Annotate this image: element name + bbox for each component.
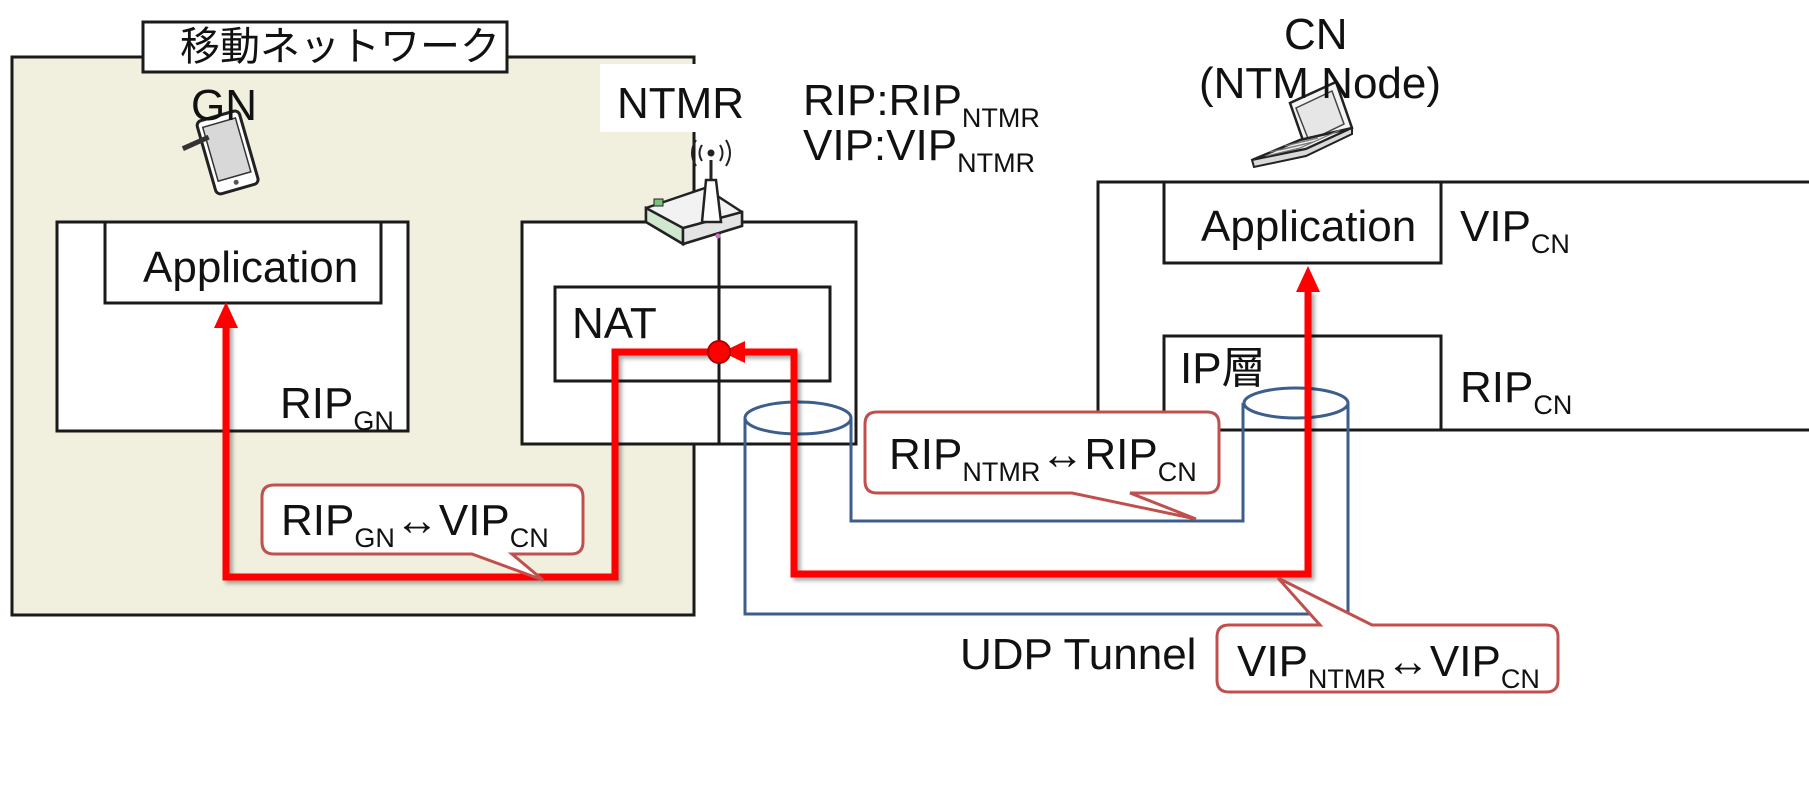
nat-label: NAT <box>572 299 657 348</box>
tablet-icon <box>181 109 260 196</box>
gn-address-label: RIPGN <box>280 379 394 436</box>
mobile-network-title-box <box>141 20 509 74</box>
laptop-icon <box>1250 80 1354 169</box>
cn-rip-address: RIPCN <box>1460 363 1573 420</box>
callout-gn-map-shape <box>260 483 585 582</box>
ntmr-vip-address: VIP:VIPNTMR <box>803 121 1036 178</box>
ntmr-label-bg <box>600 64 747 132</box>
ntmr-rip-address: RIP:RIPNTMR <box>803 76 1040 133</box>
cn-label-line1: CN <box>1284 10 1348 59</box>
udp-tunnel <box>743 386 1350 616</box>
gn-application-box <box>103 220 383 305</box>
nat-box <box>553 285 832 383</box>
callout-ntmr-vip-map-shape <box>1215 576 1560 694</box>
callout-ntmr-rip-map: RIPNTMR↔RIPCN <box>889 430 1197 487</box>
gn-label: GN <box>191 81 257 130</box>
cn-application-box <box>1162 180 1443 265</box>
cn-label-line2: (NTM Node) <box>1199 59 1442 108</box>
arrowhead-gn <box>214 302 238 328</box>
gn-application-label: Application <box>143 243 359 292</box>
callout-gn-map: RIPGN↔VIPCN <box>281 496 549 553</box>
udp-tunnel-label: UDP Tunnel <box>960 630 1197 679</box>
ntmr-label: NTMR <box>617 79 745 128</box>
wireless-router-icon <box>644 139 744 247</box>
callout-ntmr-rip-map-shape <box>863 410 1221 521</box>
cn-ip-layer-label: IP層 <box>1180 344 1266 393</box>
callout-ntmr-vip-map: VIPNTMR↔VIPCN <box>1237 637 1540 694</box>
packet-path <box>222 290 1312 581</box>
arrowhead-cn <box>1296 266 1320 292</box>
cn-vip-address: VIPCN <box>1460 202 1570 259</box>
mobile-network-title: 移動ネットワーク <box>180 25 500 69</box>
nat-translation-point <box>707 340 731 364</box>
cn-application-label: Application <box>1201 202 1417 251</box>
arrowhead-nat <box>722 341 745 363</box>
